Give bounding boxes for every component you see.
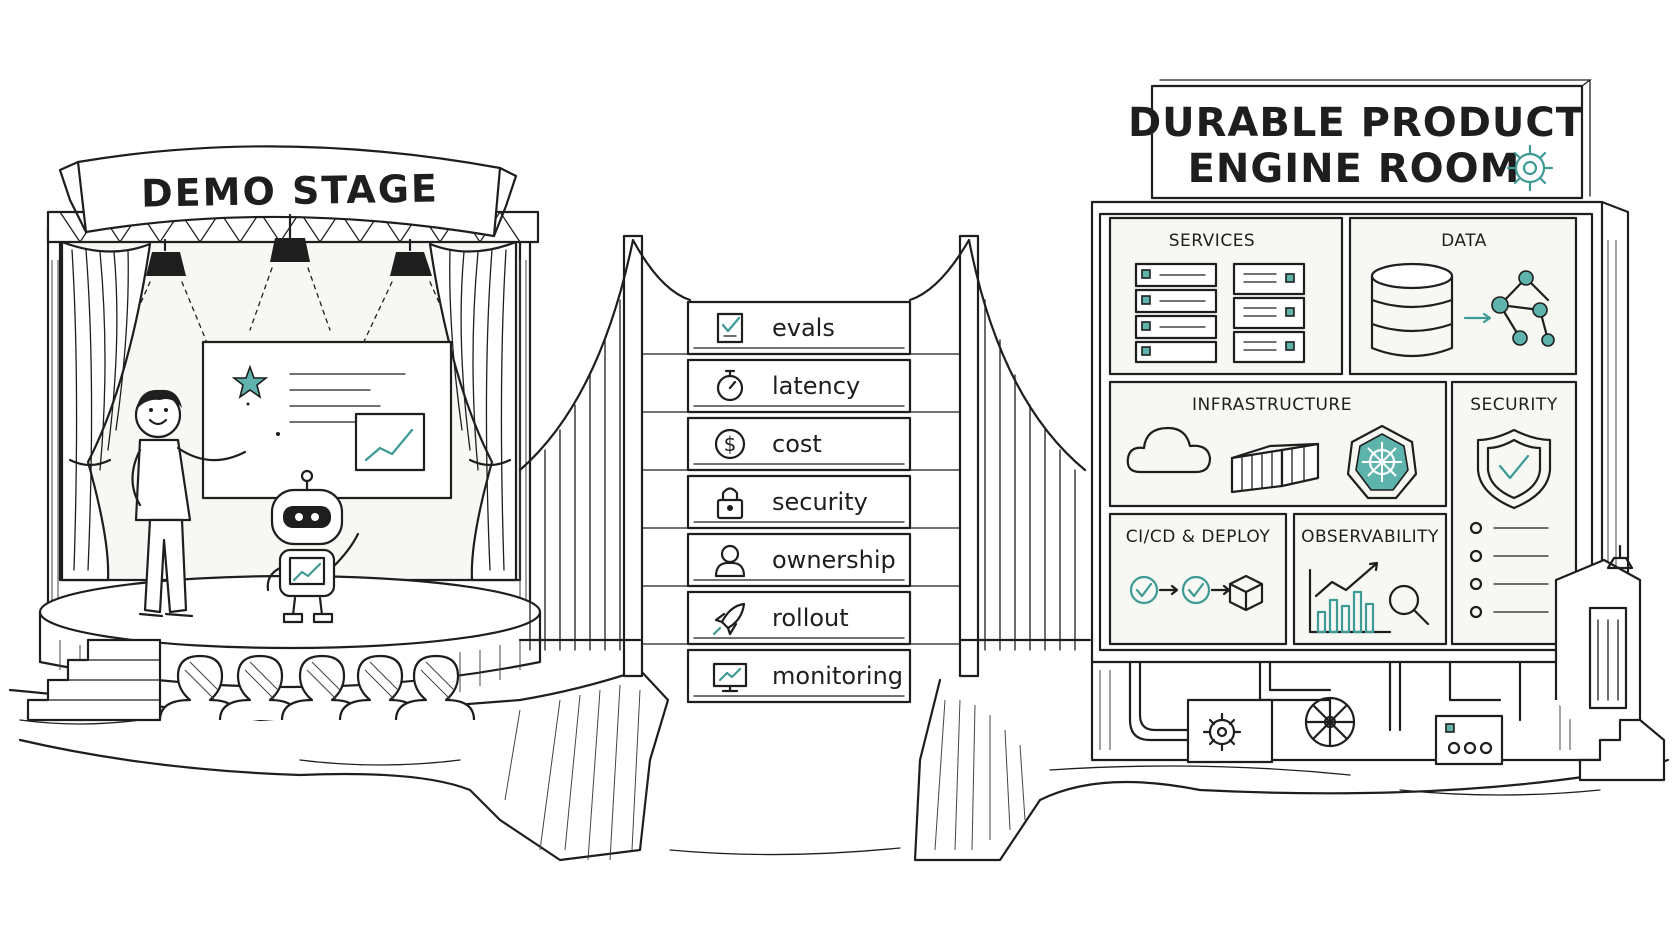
server-rack-icon [1134,262,1218,364]
bridge-plank-security: security [686,474,912,530]
person-icon [714,544,746,578]
engine-room: DURABLE PRODUCT ENGINE ROOM SERVICES [1090,79,1666,782]
monitor-chart-icon [712,662,748,693]
plank-label: monitoring [772,662,903,690]
panel-cicd-label: CI/CD & DEPLOY [1126,527,1271,547]
shipping-container-icon [1230,442,1320,494]
engine-room-title-line2: ENGINE ROOM [1188,146,1521,192]
demo-robot [266,469,360,624]
checklist-icon [716,312,744,344]
plank-board [686,416,912,472]
plank-board [686,474,912,530]
plank-label: rollout [772,604,849,632]
pipeline-icon [1129,574,1264,612]
bar-chart-icon [1308,561,1392,634]
panel-infrastructure-label: INFRASTRUCTURE [1192,395,1352,415]
plank-label: security [772,488,868,516]
demo-stage-title: DEMO STAGE [141,166,439,215]
presenter-person [131,389,247,618]
panel-cicd: CI/CD & DEPLOY [1108,512,1288,646]
suspension-bridge [518,234,1092,678]
bridge-plank-ownership: ownership [686,532,912,588]
panel-observability: OBSERVABILITY [1292,512,1448,646]
padlock-icon [716,487,744,520]
shield-check-icon [1476,428,1552,510]
bridge-plank-monitoring: monitoring [686,648,912,704]
bridge-plank-latency: latency [686,358,912,414]
dollar-icon: $ [714,428,746,460]
plank-label: ownership [772,546,896,574]
panel-infrastructure: INFRASTRUCTURE [1108,380,1448,508]
security-checklist [1469,521,1549,619]
bridge-tower-left [622,234,644,678]
panel-data-label: DATA [1441,231,1487,251]
plank-label: latency [772,372,860,400]
engine-room-title-line1: DURABLE PRODUCT [1128,100,1584,146]
bridge-planks: evals latency $ cost security ownership rollou… [686,300,912,704]
bridge-plank-evals: evals [686,300,912,356]
bridge-plank-cost: $ cost [686,416,912,472]
ground-right-cliff [913,678,1670,862]
magnifier-icon [1388,584,1430,626]
chasm-floor [669,847,901,856]
curtain-left [60,240,152,582]
plank-label: evals [772,314,835,342]
panel-security: SECURITY [1450,380,1578,646]
spotlight-center [249,213,331,331]
database-icon [1370,262,1454,358]
plank-label: cost [772,430,822,458]
stopwatch-icon [716,369,744,402]
gear-icon [1506,144,1554,192]
plank-board [686,358,912,414]
bridge-tower-right [958,234,980,678]
panel-services: SERVICES [1108,216,1344,376]
audience [158,654,476,721]
presentation-board [201,340,453,500]
demo-stage-banner: DEMO STAGE [58,145,518,238]
curtain-right [428,240,518,582]
machine-gear-icon [1202,712,1242,752]
demo-stage: DEMO STAGE [26,145,542,722]
panel-observability-label: OBSERVABILITY [1301,527,1439,547]
bridge-plank-rollout: rollout [686,590,912,646]
engine-room-machinery [1090,660,1602,766]
cloud-icon [1126,426,1212,474]
rocket-icon [712,602,746,636]
engine-room-sign: DURABLE PRODUCT ENGINE ROOM [1128,79,1592,200]
svg-text:$: $ [724,432,737,456]
server-stack-icon [1232,262,1306,364]
panel-data: DATA [1348,216,1578,376]
panel-security-label: SECURITY [1470,395,1558,415]
stage-stairs [26,638,162,722]
engine-room-side-door [1554,544,1666,782]
valve-wheel-icon [1304,696,1356,748]
network-graph-icon [1463,270,1555,347]
panel-services-label: SERVICES [1169,231,1255,251]
kubernetes-helm-icon [1346,424,1418,500]
